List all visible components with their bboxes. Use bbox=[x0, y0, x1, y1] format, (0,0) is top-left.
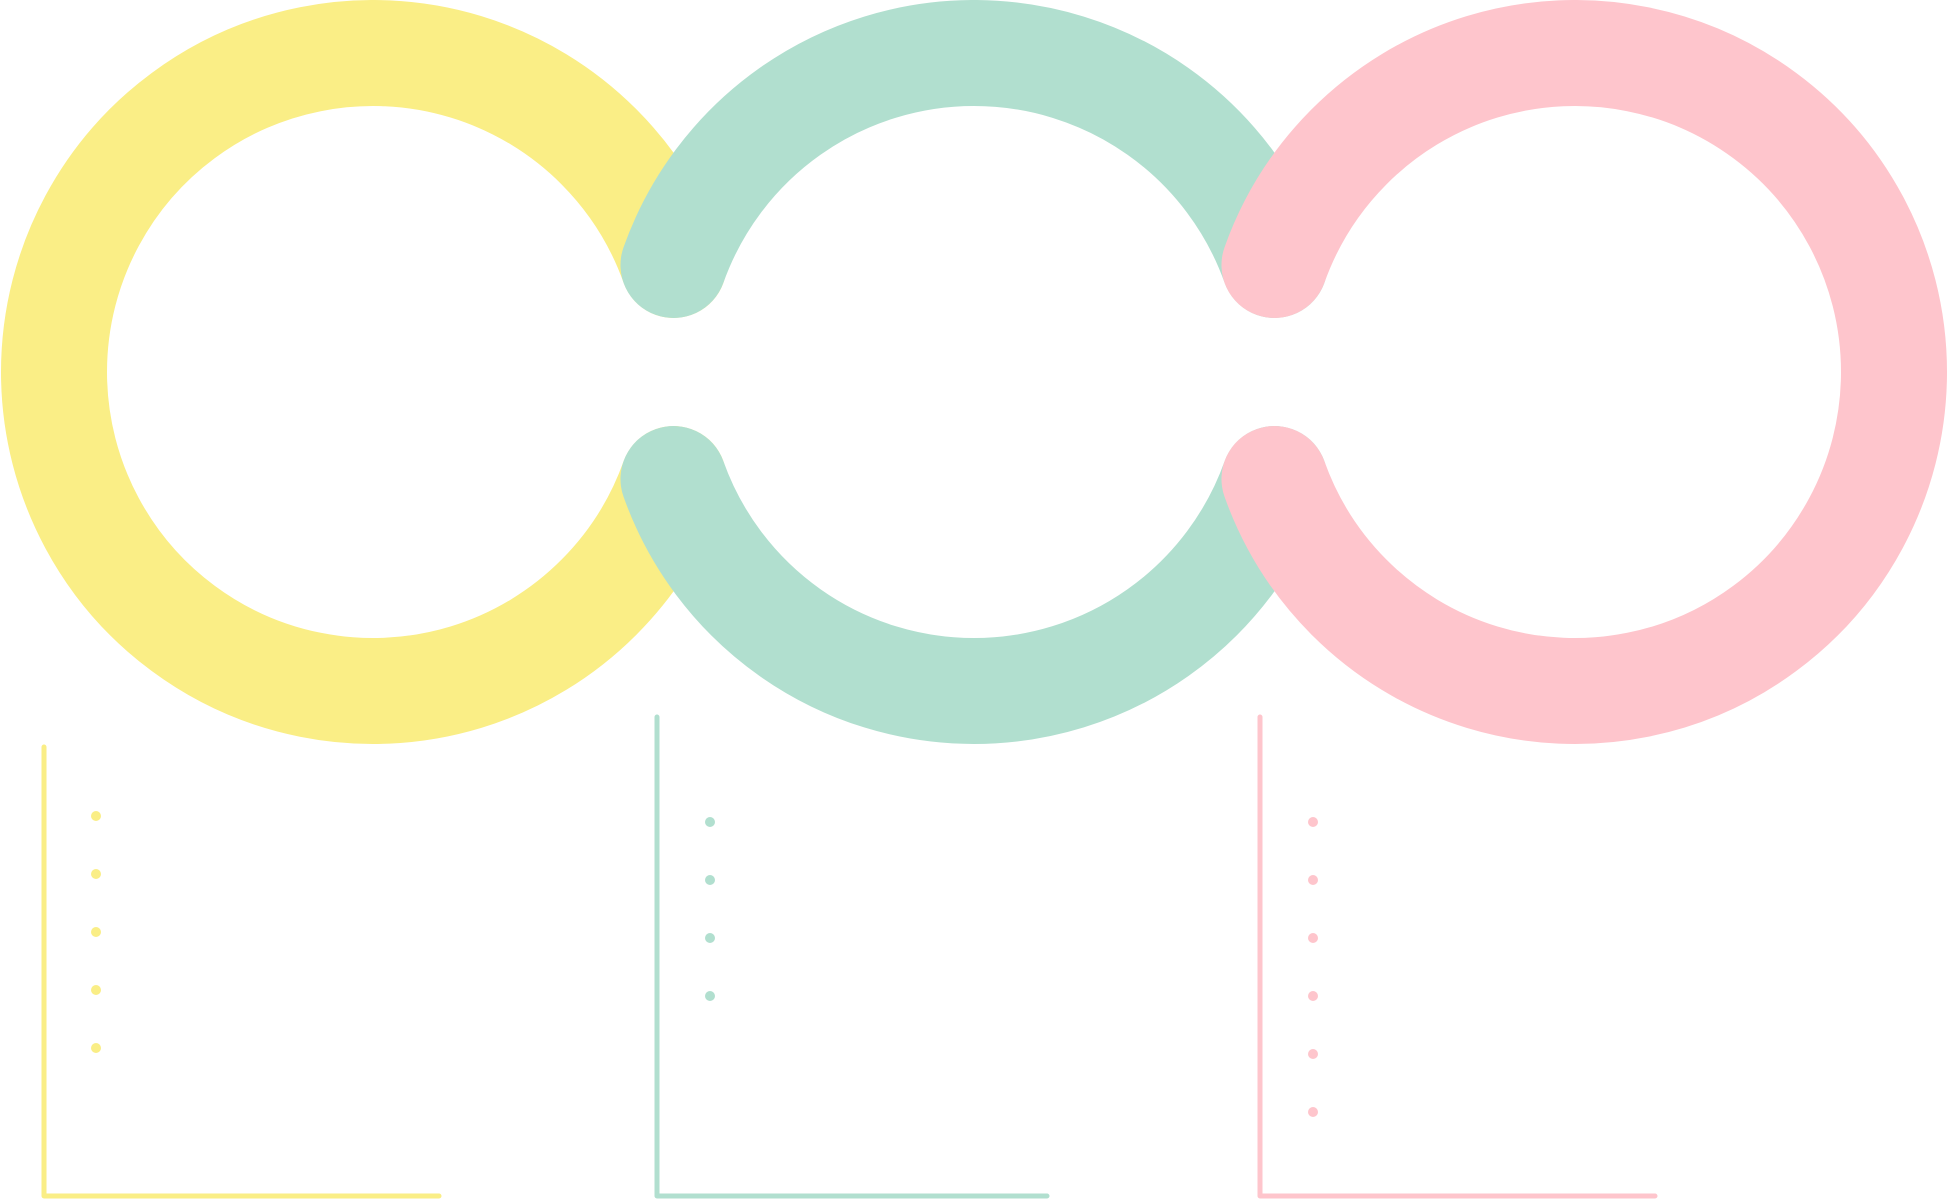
rings-layer bbox=[1, 0, 1947, 744]
bullet-dot bbox=[1308, 1107, 1318, 1117]
bullet-dot bbox=[91, 869, 101, 879]
bullet-dot bbox=[1308, 1049, 1318, 1059]
bullet-dot bbox=[1308, 817, 1318, 827]
panel-3-axis-line bbox=[1257, 714, 1658, 1199]
panel-2 bbox=[654, 714, 1050, 1199]
panels-layer bbox=[41, 714, 1658, 1199]
ring-1-arc bbox=[1, 0, 727, 744]
bullet-dot bbox=[1308, 991, 1318, 1001]
bullet-dot bbox=[91, 1043, 101, 1053]
panel-1 bbox=[41, 744, 442, 1199]
ring-3-arc bbox=[1221, 0, 1947, 744]
panel-3 bbox=[1257, 714, 1658, 1199]
panel-1-axis-line bbox=[41, 744, 442, 1199]
panel-2-axis-line bbox=[654, 714, 1050, 1199]
bullet-dot bbox=[1308, 875, 1318, 885]
bullet-dot bbox=[705, 875, 715, 885]
ring-2-top-arc bbox=[620, 0, 1328, 318]
bullet-dot bbox=[91, 985, 101, 995]
bullet-dot bbox=[705, 933, 715, 943]
bullet-dot bbox=[1308, 933, 1318, 943]
bullet-dot bbox=[705, 817, 715, 827]
bullet-dot bbox=[91, 927, 101, 937]
bullet-dot bbox=[91, 811, 101, 821]
ring-2-bottom-arc bbox=[620, 426, 1328, 744]
bullet-dot bbox=[705, 991, 715, 1001]
